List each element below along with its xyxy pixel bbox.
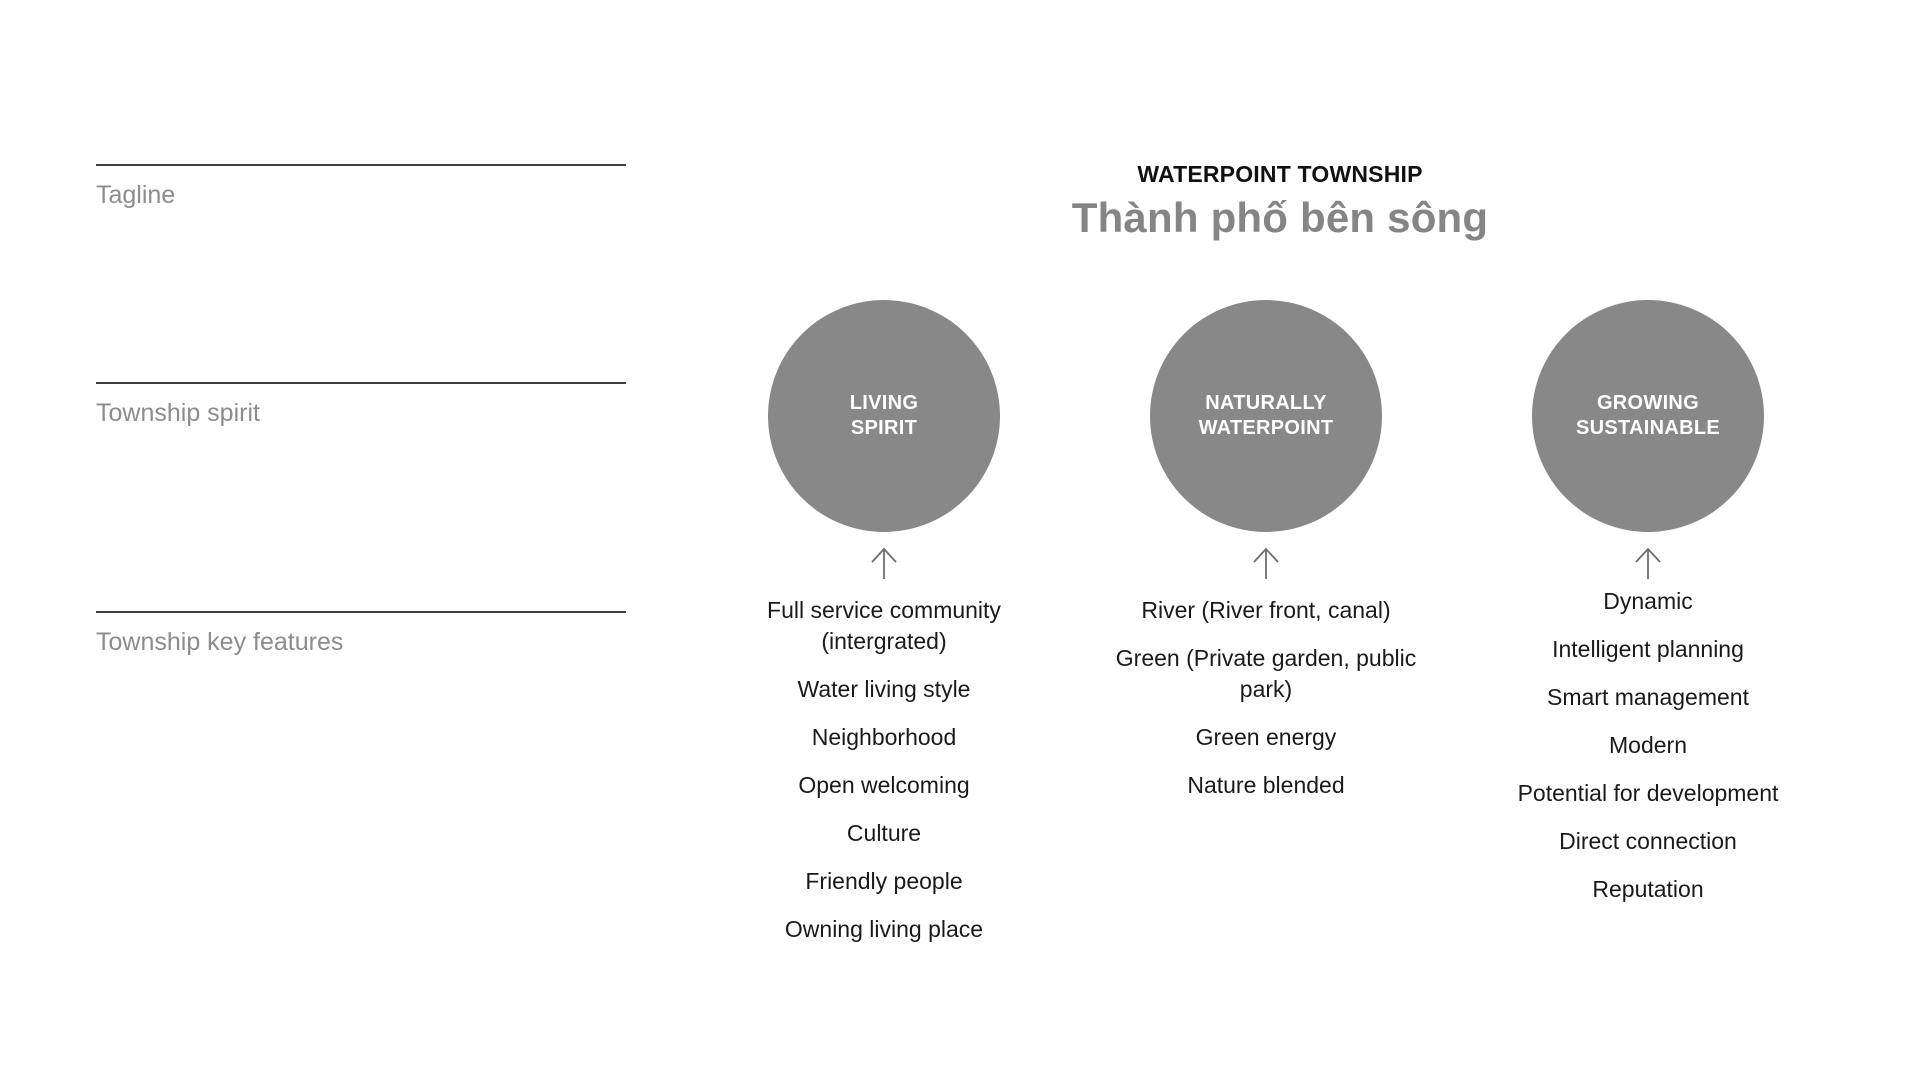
pillar-circle[interactable]: NATURALLY WATERPOINT	[1150, 300, 1382, 532]
list-item: Dynamic	[1603, 588, 1693, 614]
arrow-up-icon	[1478, 532, 1818, 585]
sidebar: Tagline Township spirit Township key fea…	[96, 0, 626, 1066]
list-item: Green energy	[1195, 724, 1337, 750]
list-item: Full service community (intergrated)	[767, 597, 1001, 654]
sidebar-divider	[96, 611, 626, 613]
sidebar-label-tagline: Tagline	[96, 181, 176, 209]
pillar-feature-list: River (River front, canal) Green (Privat…	[1096, 595, 1436, 801]
list-item: Water living style	[797, 676, 971, 702]
list-item: Potential for development	[1517, 780, 1779, 806]
list-item: Intelligent planning	[1552, 636, 1744, 662]
pillar-circle-label: GROWING SUSTAINABLE	[1575, 392, 1721, 439]
list-item: Smart management	[1547, 684, 1749, 710]
list-item: Owning living place	[784, 916, 984, 942]
header-block: WATERPOINT TOWNSHIP Thành phố bên sông	[640, 160, 1920, 244]
pillar-circle[interactable]: GROWING SUSTAINABLE	[1532, 300, 1764, 532]
sidebar-label-township-spirit: Township spirit	[96, 399, 260, 427]
pillar-circle[interactable]: LIVING SPIRIT	[768, 300, 1000, 532]
arrow-up-icon	[714, 532, 1054, 585]
list-item: Modern	[1609, 732, 1687, 758]
list-item: Friendly people	[805, 868, 963, 894]
header-eyebrow: WATERPOINT TOWNSHIP	[1137, 161, 1423, 187]
list-item: Direct connection	[1559, 828, 1737, 854]
list-item: Green (Private garden, public park)	[1115, 645, 1417, 702]
arrow-up-icon	[1096, 532, 1436, 585]
pillar-naturally-waterpoint: NATURALLY WATERPOINT River (River front,…	[1096, 300, 1436, 818]
pillar-growing-sustainable: GROWING SUSTAINABLE Dynamic Intelligent …	[1478, 300, 1818, 922]
main-content: WATERPOINT TOWNSHIP Thành phố bên sông L…	[640, 0, 1920, 1066]
list-item: River (River front, canal)	[1141, 597, 1391, 623]
sidebar-divider	[96, 382, 626, 384]
sidebar-section-tagline: Tagline	[96, 164, 626, 210]
page-title: Thành phố bên sông	[1071, 194, 1489, 241]
list-item: Open welcoming	[798, 772, 970, 798]
sidebar-section-township-key-features: Township key features	[96, 611, 626, 657]
pillar-circle-label: NATURALLY WATERPOINT	[1198, 392, 1334, 439]
list-item: Nature blended	[1187, 772, 1345, 798]
sidebar-label-township-key-features: Township key features	[96, 628, 344, 656]
sidebar-section-township-spirit: Township spirit	[96, 382, 626, 428]
pillar-feature-list: Dynamic Intelligent planning Smart manag…	[1478, 586, 1818, 905]
list-item: Culture	[846, 820, 922, 846]
pillar-circle-label: LIVING SPIRIT	[849, 392, 919, 439]
list-item: Reputation	[1592, 876, 1704, 902]
list-item: Neighborhood	[811, 724, 957, 750]
pillar-living-spirit: LIVING SPIRIT Full service community (in…	[714, 300, 1054, 962]
pillar-feature-list: Full service community (intergrated) Wat…	[714, 595, 1054, 945]
sidebar-divider	[96, 164, 626, 166]
